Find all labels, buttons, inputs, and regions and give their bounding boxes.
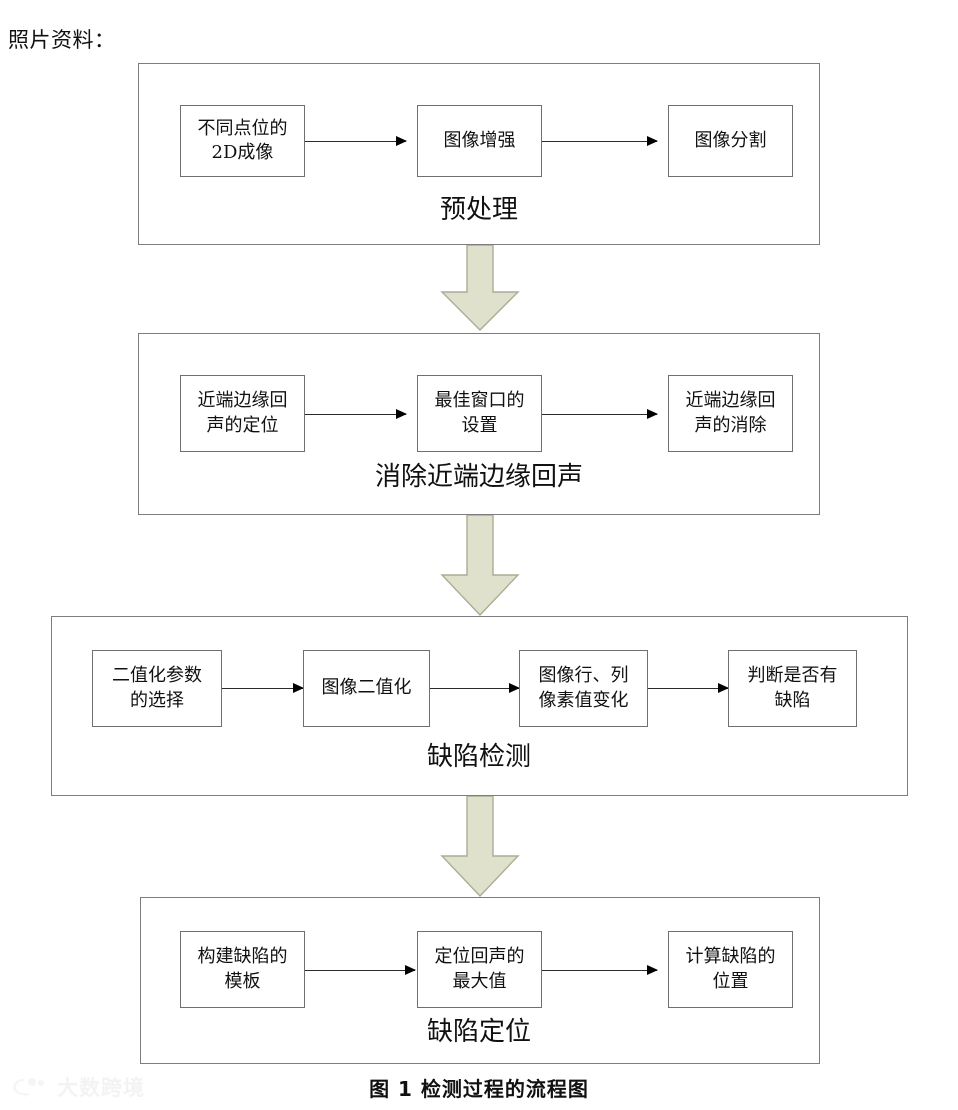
step-line-2: 最大值 xyxy=(452,970,507,992)
connector-localization-1 xyxy=(305,965,416,975)
flow-arrow-3 xyxy=(439,796,521,897)
page-label: 照片资料： xyxy=(8,28,116,52)
step-binarization-parameter-selection[interactable]: 二值化参数 的选择 xyxy=(92,650,222,727)
step-line-1: 二值化参数 xyxy=(112,665,202,687)
step-locate-near-end-edge-echo[interactable]: 近端边缘回 声的定位 xyxy=(180,375,305,452)
flow-arrow-1 xyxy=(439,245,521,331)
step-image-segmentation[interactable]: 图像分割 xyxy=(668,105,793,177)
step-image-enhancement[interactable]: 图像增强 xyxy=(417,105,542,177)
step-line-1: 不同点位的 xyxy=(197,117,288,139)
connector-preprocessing-1 xyxy=(305,136,407,146)
connector-detection-2 xyxy=(430,683,520,693)
step-label: 图像增强 xyxy=(443,129,516,151)
connector-preprocessing-2 xyxy=(542,136,658,146)
step-line-2: 的选择 xyxy=(130,689,184,711)
stage-title-preprocessing: 预处理 xyxy=(439,195,518,225)
step-line-2: 位置 xyxy=(712,970,749,992)
step-line-1: 图像行、列 xyxy=(538,665,629,687)
down-arrow-icon xyxy=(440,515,520,616)
step-line-1: 构建缺陷的 xyxy=(197,946,288,968)
flow-arrow-2 xyxy=(439,515,521,616)
connector-detection-3 xyxy=(648,683,729,693)
step-build-defect-template[interactable]: 构建缺陷的 模板 xyxy=(180,931,305,1008)
connector-detection-1 xyxy=(222,683,304,693)
step-line-1: 定位回声的 xyxy=(434,946,525,968)
step-line-1: 最佳窗口的 xyxy=(434,390,525,412)
step-multi-point-2d-imaging[interactable]: 不同点位的 2D成像 xyxy=(180,105,305,177)
step-line-1: 判断是否有 xyxy=(747,665,838,687)
step-compute-defect-position[interactable]: 计算缺陷的 位置 xyxy=(668,931,793,1008)
step-optimal-window-setting[interactable]: 最佳窗口的 设置 xyxy=(417,375,542,452)
step-judge-defect-presence[interactable]: 判断是否有 缺陷 xyxy=(728,650,857,727)
stage-title-defect-detection: 缺陷检测 xyxy=(426,742,531,772)
step-row-column-pixel-change[interactable]: 图像行、列 像素值变化 xyxy=(519,650,648,727)
step-line-2: 声的消除 xyxy=(694,414,767,436)
figure-caption: 图 1 检测过程的流程图 xyxy=(369,1077,589,1101)
step-line-2: 缺陷 xyxy=(774,689,811,711)
step-image-binarization[interactable]: 图像二值化 xyxy=(303,650,430,727)
step-line-2: 声的定位 xyxy=(206,414,279,436)
step-line-1: 近端边缘回 xyxy=(197,390,288,412)
connector-echo-1 xyxy=(305,409,407,419)
step-line-2: 像素值变化 xyxy=(538,689,629,711)
step-line-2: 模板 xyxy=(224,970,261,992)
connector-localization-2 xyxy=(542,965,658,975)
step-remove-near-end-edge-echo[interactable]: 近端边缘回 声的消除 xyxy=(668,375,793,452)
stage-title-defect-localization: 缺陷定位 xyxy=(426,1017,531,1047)
step-line-2: 2D成像 xyxy=(211,142,274,163)
connector-echo-2 xyxy=(542,409,658,419)
step-line-2: 设置 xyxy=(461,414,498,436)
down-arrow-icon xyxy=(440,245,520,331)
step-label: 图像二值化 xyxy=(321,677,412,699)
step-line-1: 计算缺陷的 xyxy=(685,946,776,968)
step-line-1: 近端边缘回 xyxy=(685,390,776,412)
stage-title-near-end-edge-echo-removal: 消除近端边缘回声 xyxy=(374,462,583,492)
step-locate-echo-maximum[interactable]: 定位回声的 最大值 xyxy=(417,931,542,1008)
step-label: 图像分割 xyxy=(694,129,767,151)
down-arrow-icon xyxy=(440,796,520,897)
